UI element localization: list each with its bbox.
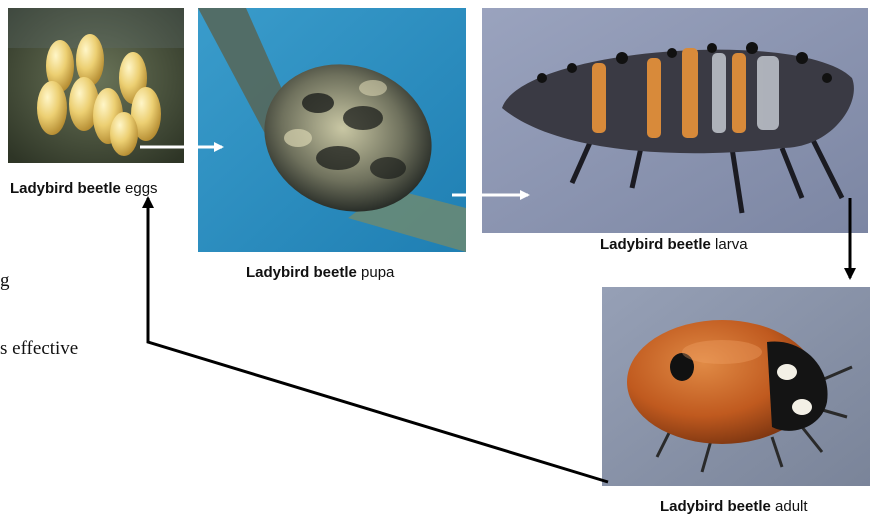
caption-larva: Ladybird beetle larva	[600, 236, 748, 253]
caption-eggs-rest: eggs	[125, 180, 158, 197]
caption-eggs: Ladybird beetle eggs	[10, 180, 158, 197]
arrow-adult-to-eggs	[148, 198, 608, 482]
caption-eggs-bold: Ladybird beetle	[10, 180, 121, 197]
caption-larva-rest: larva	[715, 236, 748, 253]
caption-larva-bold: Ladybird beetle	[600, 236, 711, 253]
caption-pupa-bold: Ladybird beetle	[246, 264, 357, 281]
caption-adult-bold: Ladybird beetle	[660, 498, 771, 515]
caption-adult: Ladybird beetle adult	[660, 498, 808, 515]
caption-pupa-rest: pupa	[361, 264, 394, 281]
caption-adult-rest: adult	[775, 498, 808, 515]
caption-pupa: Ladybird beetle pupa	[246, 264, 394, 281]
